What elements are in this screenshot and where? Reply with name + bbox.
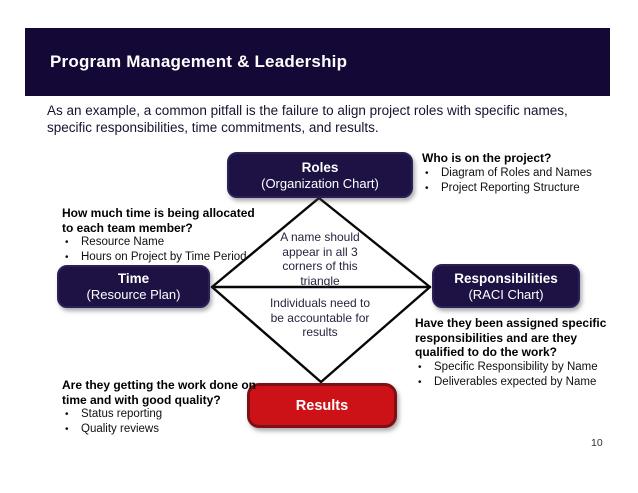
node-time-title: Time (117, 271, 150, 286)
node-results-title: Results (295, 397, 349, 414)
node-results: Results (247, 383, 397, 428)
node-roles-subtitle: (Organization Chart) (261, 175, 379, 191)
bullet-icon: • (418, 361, 422, 373)
bullet-text: Diagram of Roles and Names (441, 166, 592, 179)
annotation-roles: Who is on the project? • Diagram of Role… (422, 151, 634, 196)
bullet-text: Hours on Project by Time Period (81, 251, 247, 263)
node-roles: Roles (Organization Chart) (227, 152, 413, 198)
line-roles-responsibilities (317, 196, 432, 289)
center-note-top: A name should appear in all 3 corners of… (280, 230, 360, 288)
slide-title: Program Management & Leadership (50, 52, 348, 71)
list-item: • Status reporting (62, 407, 260, 422)
list-item: • Diagram of Roles and Names (422, 166, 634, 181)
node-roles-title: Roles (301, 159, 339, 175)
bullet-text: Project Reporting Structure (441, 181, 580, 194)
bullet-icon: • (65, 409, 69, 420)
bullet-text: Resource Name (81, 236, 165, 248)
slide-header-bar: Program Management & Leadership (25, 28, 610, 96)
list-item: • Resource Name (62, 235, 267, 250)
bullet-text: Status reporting (81, 408, 163, 420)
annotation-results: Are they getting the work done on time a… (62, 378, 260, 437)
node-responsibilities-title: Responsibilities (454, 270, 558, 286)
list-item: • Project Reporting Structure (422, 181, 634, 196)
list-item: • Hours on Project by Time Period (62, 250, 267, 265)
annotation-time-heading: How much time is being allocated to each… (62, 206, 255, 235)
annotation-results-heading: Are they getting the work done on time a… (62, 378, 257, 407)
bullet-icon: • (425, 167, 429, 179)
annotation-time: How much time is being allocated to each… (62, 206, 267, 265)
line-responsibilities-results (319, 285, 432, 384)
bullet-icon: • (65, 252, 69, 263)
node-responsibilities: Responsibilities (RACI Chart) (432, 264, 580, 308)
bullet-icon: • (65, 424, 69, 435)
node-responsibilities-subtitle: (RACI Chart) (468, 286, 544, 302)
line-roles-time (210, 196, 321, 289)
line-time-results (210, 285, 323, 384)
bullet-text: Deliverables expected by Name (434, 375, 597, 388)
annotation-responsibilities: Have they been assigned specific respons… (415, 316, 615, 390)
list-item: • Quality reviews (62, 422, 260, 437)
annotation-responsibilities-heading: Have they been assigned specific respons… (415, 316, 607, 359)
bullet-text: Quality reviews (81, 423, 159, 435)
bullet-text: Specific Responsibility by Name (434, 360, 598, 373)
annotation-roles-heading: Who is on the project? (422, 151, 552, 165)
list-item: • Specific Responsibility by Name (415, 360, 615, 375)
intro-text: As an example, a common pitfall is the f… (47, 103, 568, 135)
bullet-icon: • (65, 237, 69, 248)
bullet-icon: • (418, 376, 422, 388)
node-time-subtitle: (Resource Plan) (86, 287, 181, 302)
center-note-bottom: Individuals need to be accountable for r… (269, 296, 371, 339)
list-item: • Deliverables expected by Name (415, 375, 615, 390)
node-time: Time (Resource Plan) (57, 265, 210, 308)
bullet-icon: • (425, 182, 429, 194)
page-number: 10 (591, 437, 603, 449)
